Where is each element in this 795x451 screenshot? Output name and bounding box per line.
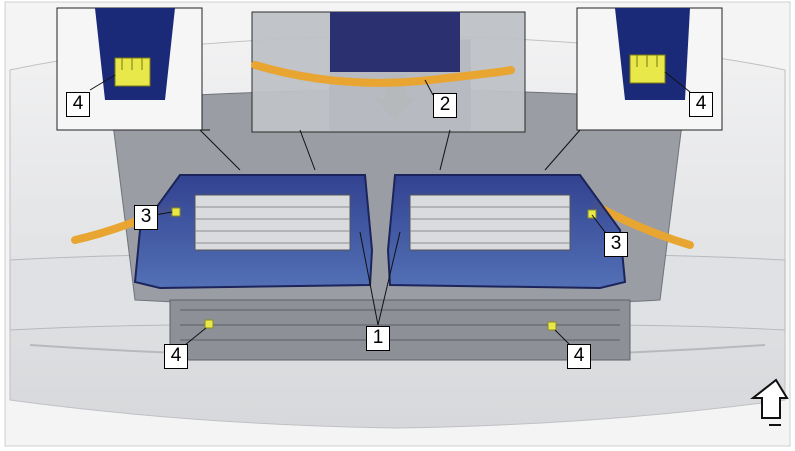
callout-4-bottom-left: 4 — [164, 344, 188, 369]
leader-3-right — [591, 214, 606, 233]
duct-right-grille — [409, 194, 571, 251]
leader-1 — [359, 231, 401, 326]
callout-4-bottom-right: 4 — [567, 344, 591, 369]
clip-left — [171, 207, 181, 217]
leader-4-bottom-left — [184, 327, 207, 346]
clip-bottom-left — [204, 319, 214, 329]
clip-right — [587, 209, 597, 219]
forward-arrow-icon — [750, 378, 789, 426]
leader-4-top-right — [664, 71, 691, 93]
leader-4-bottom-right — [554, 329, 571, 346]
leader-4-top-left — [89, 74, 116, 91]
callout-3-right: 3 — [604, 232, 628, 257]
clip-bottom-right — [547, 321, 557, 331]
duct-left-grille — [194, 194, 351, 251]
callout-1: 1 — [366, 326, 390, 351]
callout-2: 2 — [433, 93, 457, 118]
inset-center-hose — [251, 61, 515, 87]
radiator-support — [169, 299, 631, 361]
inset-right-leader — [544, 129, 581, 171]
callout-4-top-right: 4 — [689, 92, 713, 117]
inset-center-engine-cover — [330, 12, 460, 72]
callout-4-top-left: 4 — [66, 92, 90, 117]
callout-3-left: 3 — [134, 205, 158, 230]
inset-left-leader — [199, 129, 241, 171]
inset-left-clip-teeth — [121, 58, 143, 70]
duct-left-grille-slats — [195, 206, 350, 244]
inset-right-duct-corner — [615, 8, 690, 100]
leader-2 — [424, 79, 434, 96]
inset-right-clip-teeth — [636, 55, 658, 67]
inset-center-leaders — [299, 129, 451, 171]
duct-right-grille-slats — [410, 206, 570, 244]
support-ribs — [180, 309, 620, 341]
